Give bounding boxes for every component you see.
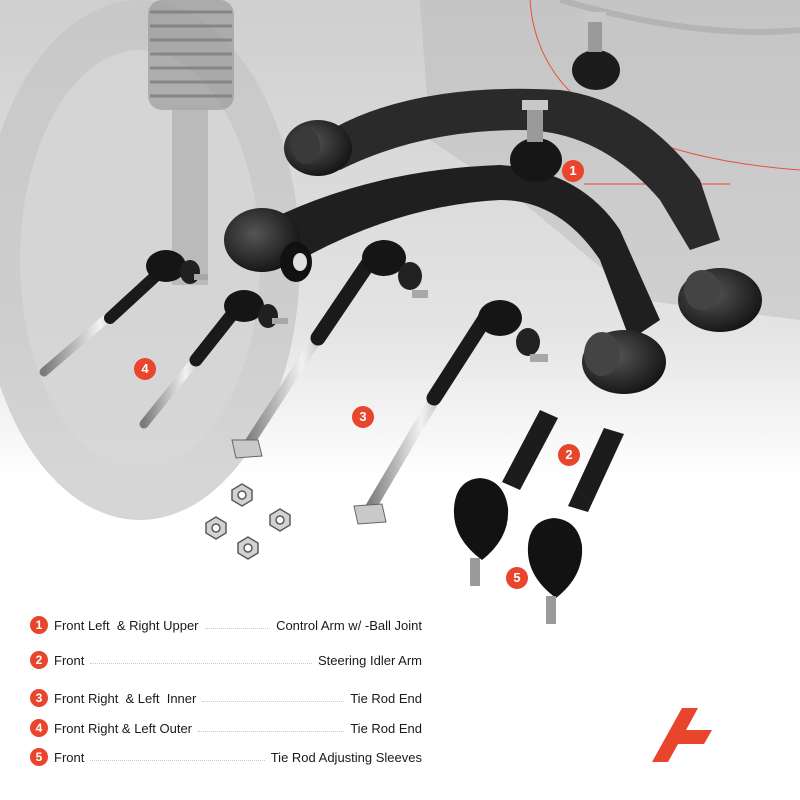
legend-row-2: 2 Front Steering Idler Arm [30,649,422,671]
legend-lead-1: Front Left & Right Upper [54,617,199,633]
legend-lead-5: Front [54,749,85,765]
legend-badge-3: 3 [30,689,48,707]
legend-row-5: 5 Front Tie Rod Adjusting Sleeves [30,746,422,768]
callout-badge-2: 2 [558,444,580,466]
callout-badge-1: 1 [562,160,584,182]
legend-badge-5: 5 [30,748,48,766]
legend-tail-5: Tie Rod Adjusting Sleeves [270,749,422,765]
legend-badge-4: 4 [30,719,48,737]
a-premium-logo-icon [652,708,712,762]
callout-badge-4: 4 [134,358,156,380]
legend-row-3: 3 Front Right & Left Inner Tie Rod End [30,687,422,709]
legend-tail-3: Tie Rod End [350,690,422,706]
legend-lead-4: Front Right & Left Outer [54,720,193,736]
legend-tail-4: Tie Rod End [350,720,422,736]
legend-leader-1 [204,627,271,629]
legend-leader-2 [90,662,312,664]
upper-control-arm-rear [284,12,762,332]
legend-tail-2: Steering Idler Arm [317,652,422,668]
legend-tail-1: Control Arm w/ -Ball Joint [276,617,422,633]
upper-control-arm-front [224,100,666,394]
legend-badge-2: 2 [30,651,48,669]
legend-leader-3 [202,700,345,702]
inner-tie-rod-end-right [353,300,548,525]
inner-tie-rod-end-left [231,240,428,459]
lower-ball-joints [453,478,583,624]
legend-badge-1: 1 [30,616,48,634]
adjusting-sleeves [502,410,624,512]
legend-lead-3: Front Right & Left Inner [54,690,197,706]
legend-leader-4 [198,730,345,732]
callout-badge-3: 3 [352,406,374,428]
callout-badge-5: 5 [506,567,528,589]
legend-row-4: 4 Front Right & Left Outer Tie Rod End [30,717,422,739]
legend-lead-2: Front [54,652,85,668]
outer-tie-rod-end-left [39,250,208,377]
legend-row-1: 1 Front Left & Right Upper Control Arm w… [30,614,422,636]
vehicle-background [0,0,800,600]
outer-tie-rod-end-right [139,290,288,429]
jam-nuts [205,483,291,560]
legend-leader-5 [90,759,265,761]
